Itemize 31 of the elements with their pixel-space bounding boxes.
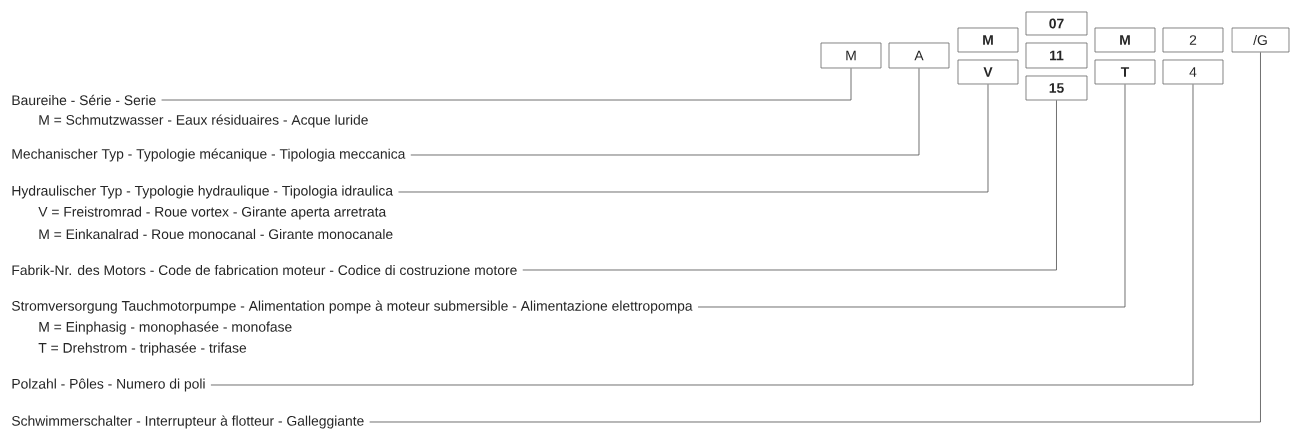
code-value-text: M = Einphasig - monophasée - monofase	[39, 321, 292, 335]
leader-line	[398, 84, 989, 193]
code-box: T	[1094, 59, 1156, 85]
code-value-text: V = Freistromrad - Roue vortex - Girante aperta arretrata	[38, 206, 387, 220]
leader-line	[697, 84, 1126, 308]
description-text: Baureihe - Série - Serie	[12, 94, 156, 106]
code-value-text: T = Drehstrom - triphasée - trifase	[38, 342, 247, 356]
code-box: 2	[1162, 27, 1224, 53]
leader-line	[210, 84, 1194, 386]
code-box: M	[820, 42, 882, 69]
leader-line	[522, 100, 1057, 271]
leader-line	[161, 68, 852, 101]
description-text: Stromversorgung Tauchmotorpumpe - Alimentation pompe à moteur submersible - Alimentazione elettropompa	[12, 300, 693, 314]
code-box: V	[957, 59, 1019, 85]
description-text: Fabrik-Nr. des Motors - Code de fabrication moteur - Codice di costruzione motore	[12, 264, 517, 276]
code-box: /G	[1231, 27, 1290, 53]
code-value-text: M = Schmutzwasser - Eaux résiduaires - Acque luride	[39, 114, 368, 128]
description-text: Hydraulischer Typ - Typologie hydraulique - Tipologia idraulica	[12, 185, 394, 199]
leader-line	[410, 68, 920, 156]
code-box: 15	[1025, 75, 1088, 101]
code-box: 4	[1162, 59, 1224, 85]
code-value-text: M = Einkanalrad - Roue monocanal - Girante monocanale	[39, 228, 393, 240]
code-box: M	[1094, 27, 1156, 53]
description-text: Polzahl - Pôles - Numero di poli	[12, 378, 205, 392]
description-text: Schwimmerschalter - Interrupteur à flotteur - Galleggiante	[12, 415, 364, 429]
description-text: Mechanischer Typ - Typologie mécanique - Tipologia meccanica	[12, 148, 406, 162]
code-box: 07	[1025, 11, 1088, 36]
code-box: A	[888, 42, 950, 69]
leader-line	[369, 52, 1261, 423]
code-box: 11	[1025, 42, 1088, 69]
code-box: M	[957, 27, 1019, 53]
